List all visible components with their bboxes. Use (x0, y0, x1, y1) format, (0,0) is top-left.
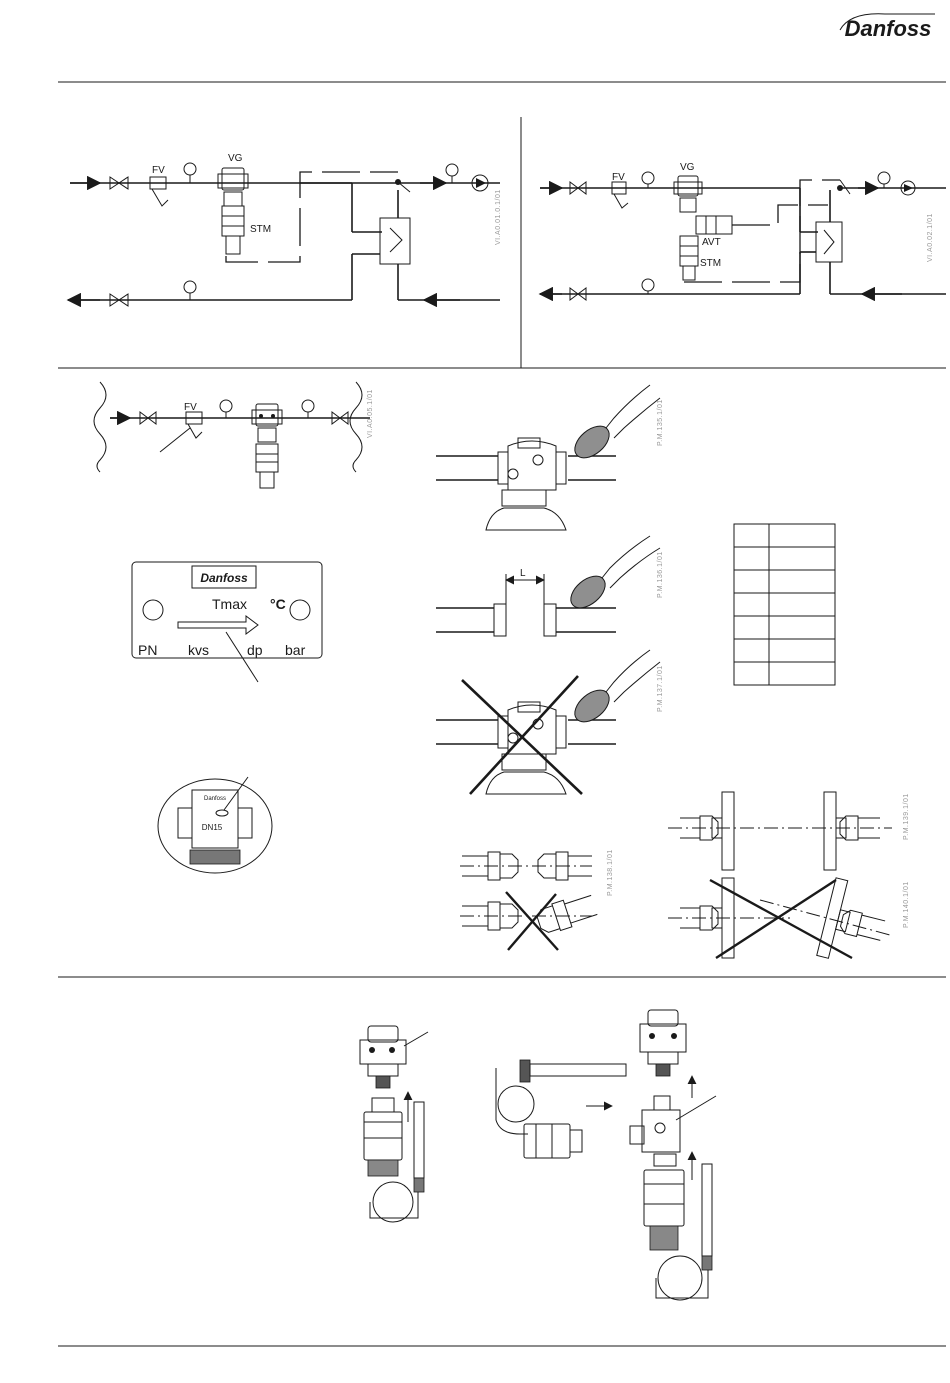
thermometer-icon (184, 281, 196, 300)
drawing-code: P.M.140.1/01 (903, 881, 910, 928)
leader-line (160, 428, 190, 452)
drawing-code: VI.A0.01.0.1/01 (495, 189, 502, 245)
drawing-code: P.M.135.1/01 (657, 399, 664, 446)
fv-label: FV (184, 402, 197, 413)
body-size-text: DN15 (202, 823, 223, 832)
dimension-label: L (520, 568, 526, 579)
tmax-label: Tmax (212, 596, 247, 612)
system-diagram-2: FV VG AVT STM (540, 162, 946, 300)
vg-label: VG (228, 153, 243, 164)
valve-vg-icon (674, 176, 702, 212)
strainer-icon (186, 412, 202, 438)
drawing-code: P.M.139.1/01 (903, 793, 910, 840)
drawing-code: P.M.136.1/01 (657, 551, 664, 598)
flange-alignment-figure: P.M.139.1/01 (668, 792, 910, 870)
drawing-code: VI.A0.05.1/01 (367, 389, 374, 438)
pn-label: PN (138, 642, 157, 658)
bar-label: bar (285, 642, 306, 658)
strainer-icon (612, 182, 628, 208)
assembly-figure-2 (496, 1010, 716, 1300)
avt-label: AVT (702, 237, 721, 248)
fv-label: FV (152, 165, 165, 176)
logo-text: Danfoss (845, 16, 932, 41)
drawing-code: P.M.138.1/01 (607, 849, 614, 896)
welding-figure-1: P.M.135.1/01 (436, 385, 664, 530)
thermometer-icon (642, 279, 654, 294)
dp-label: dp (247, 642, 263, 658)
mounting-diagram: FV VI.A0.05.1/01 (94, 382, 374, 488)
valve-vg-icon (218, 168, 248, 254)
welding-figure-2: L P.M.136.1/01 (436, 536, 664, 636)
heat-exchanger-icon (380, 218, 410, 264)
actuator-avt-icon (696, 216, 732, 234)
leader-line (404, 1032, 428, 1046)
vg-label: VG (680, 162, 695, 173)
system-diagram-1: FV VG STM VI.A0.01.0.1/01 (68, 153, 502, 306)
flow-arrow-icon (178, 616, 258, 634)
welding-figure-3-wrong: P.M.137.1/01 (436, 650, 664, 794)
valve-nameplate: Danfoss Tmax °C PN kvs dp bar (132, 562, 322, 682)
drawing-code: P.M.137.1/01 (657, 665, 664, 712)
thermostat-stm-icon (680, 236, 698, 280)
thermometer-icon (184, 163, 196, 183)
leader-line (676, 1096, 716, 1120)
kvs-label: kvs (188, 642, 209, 658)
thermometer-icon (220, 400, 232, 418)
assembly-figure-1 (360, 1026, 428, 1222)
thermometer-icon (302, 400, 314, 418)
data-table-grid (734, 524, 835, 685)
flange-misalignment-figure-wrong: P.M.140.1/01 (668, 878, 910, 970)
valve-icon (252, 404, 282, 488)
danfoss-logo: Danfoss (840, 14, 935, 41)
thermometer-icon (878, 172, 890, 188)
thermometer-icon (446, 164, 458, 183)
pipe-alignment-figure: P.M.138.1/01 (460, 849, 614, 950)
sensor-and-actuator (496, 1060, 626, 1158)
heat-exchanger-icon (816, 222, 842, 262)
valve-body-marking: Danfoss DN15 (158, 777, 272, 873)
strainer-icon (150, 177, 168, 206)
sensor-capillary (226, 172, 398, 262)
stm-label: STM (700, 258, 721, 269)
stm-label: STM (250, 224, 271, 235)
body-brand-text: Danfoss (204, 796, 226, 802)
fv-label: FV (612, 172, 625, 183)
celsius-label: °C (270, 596, 286, 612)
nameplate-logo: Danfoss (200, 571, 248, 585)
thermometer-icon (642, 172, 654, 188)
drawing-code: VI.A0.02.1/01 (927, 213, 934, 262)
